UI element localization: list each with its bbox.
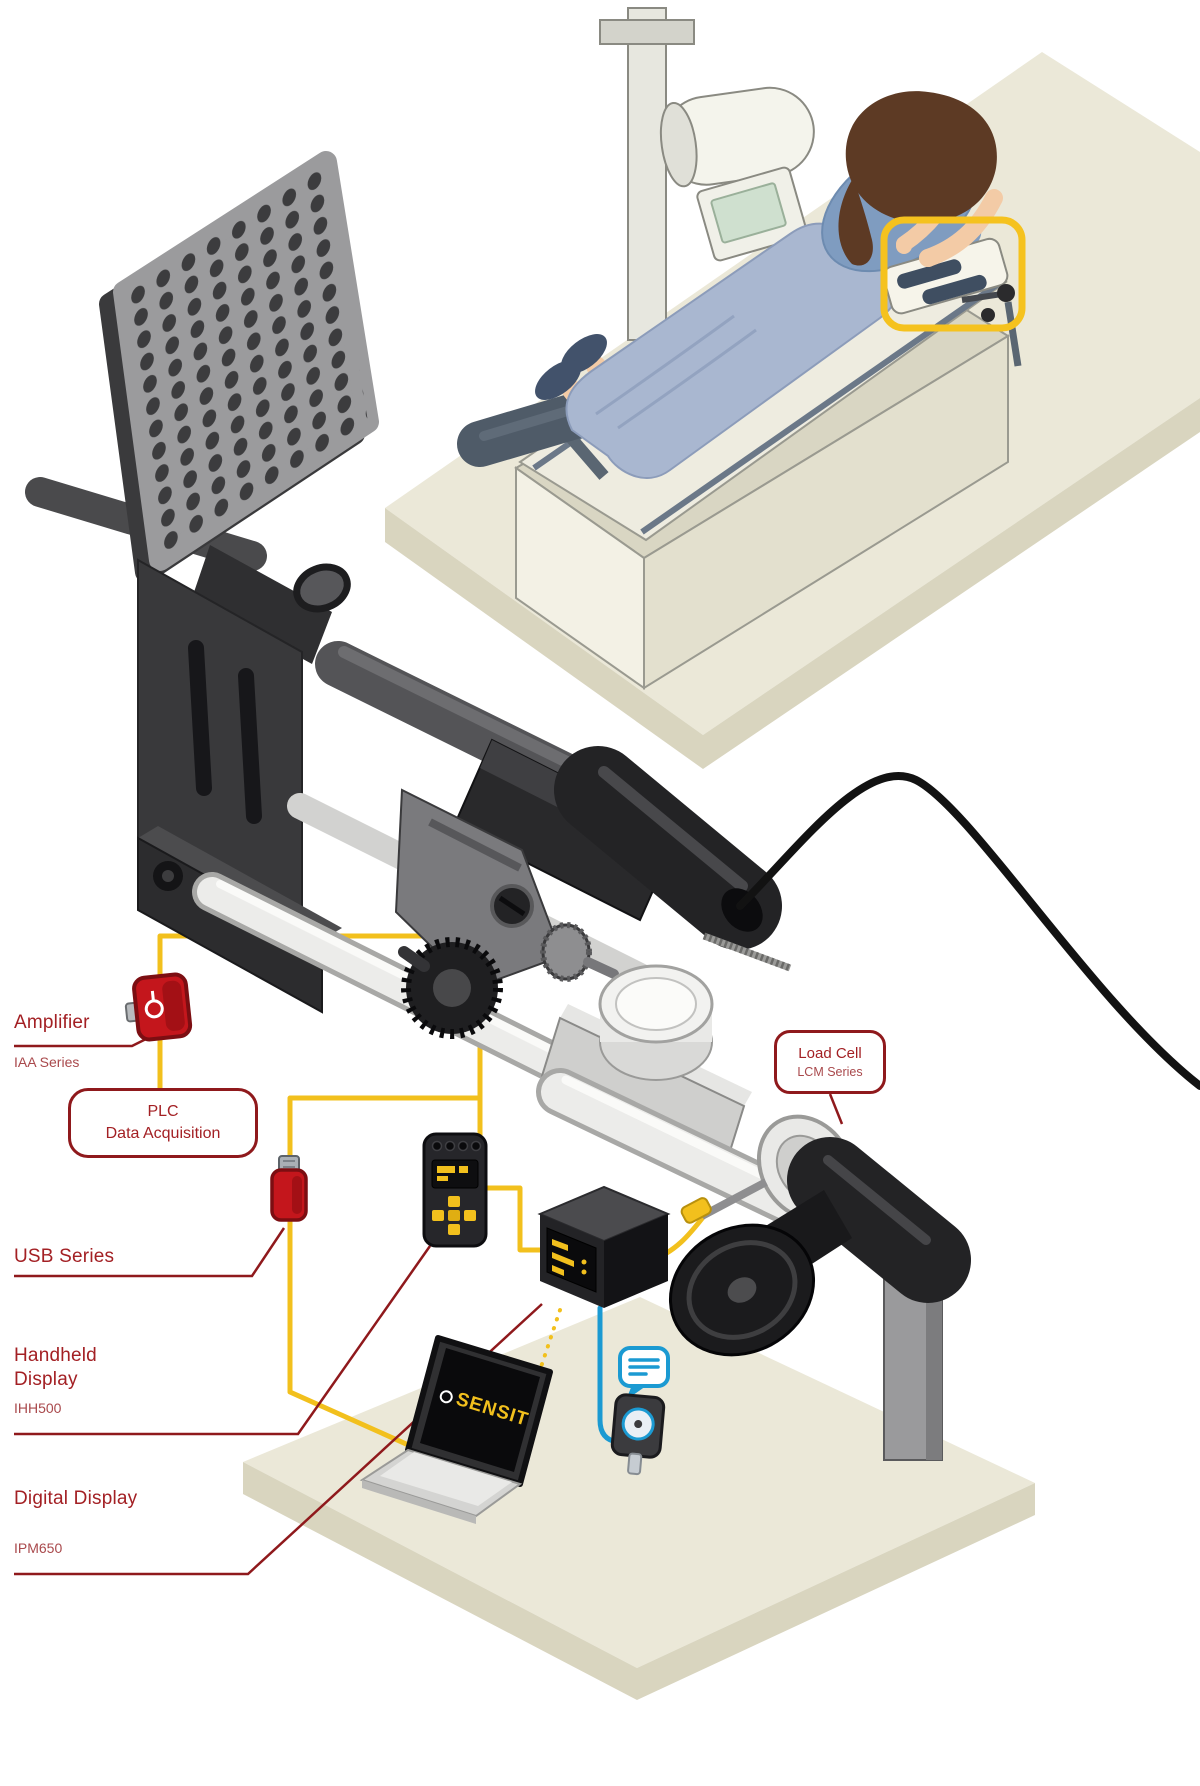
force-sensor — [554, 746, 782, 950]
load-cell-disc — [668, 1223, 816, 1357]
headrest-knob — [997, 284, 1015, 302]
usb-connector-line — [14, 1227, 286, 1278]
sensit-gauge-icon — [438, 1388, 455, 1405]
laptop — [359, 1335, 553, 1524]
plc-data-acquisition-box: PLC Data Acquisition — [68, 1088, 258, 1158]
clamp-arm — [394, 788, 564, 990]
table-mast — [627, 7, 667, 341]
traction-motor — [659, 86, 815, 188]
patient-shoe — [535, 360, 581, 400]
patient-arms-head — [838, 91, 1003, 267]
pivot-ring — [293, 563, 351, 613]
dial-indicator — [598, 964, 714, 1081]
load-cell-box: Load Cell LCM Series — [774, 1030, 886, 1094]
headrest-cushion — [922, 274, 987, 305]
sensor-cable — [736, 772, 1200, 1090]
test-fixture — [25, 151, 971, 1461]
digital-series-label: IPM650 — [14, 1540, 63, 1556]
knurled-knob — [540, 922, 619, 982]
display-digits — [552, 1239, 587, 1276]
sensor-rod — [700, 1178, 768, 1220]
headrest-knob — [981, 308, 995, 322]
handheld-screen — [431, 1159, 479, 1189]
handheld-device — [422, 1132, 488, 1248]
amplifier-label: Amplifier — [14, 1012, 90, 1033]
headrest-highlight-box — [880, 216, 1026, 332]
table-base-side — [643, 334, 1009, 690]
amplifier-device — [124, 972, 193, 1042]
laptop-keyboard — [380, 1452, 512, 1506]
handheld-series-label: IHH500 — [14, 1400, 62, 1416]
table-console — [696, 166, 808, 262]
mast-bracket — [599, 19, 695, 45]
load-cell-label-line1: Load Cell — [798, 1045, 862, 1063]
handheld-keypad — [432, 1196, 476, 1235]
digital-display-label: Digital Display — [14, 1488, 138, 1509]
amplifier-connector-line — [14, 1032, 157, 1048]
handheld-display-label: Handheld Display — [14, 1345, 97, 1390]
plc-label-line1: PLC — [147, 1103, 179, 1121]
usb-device — [270, 1155, 308, 1222]
headrest-cushion — [897, 259, 962, 289]
cable-handheld-to-display — [483, 1185, 559, 1253]
laptop-screen — [420, 1348, 540, 1472]
yellow-cable-connector — [680, 1197, 712, 1224]
handheld-connector-line — [14, 1245, 432, 1436]
power-plug-icon — [610, 1393, 666, 1476]
amplifier-series-label: IAA Series — [14, 1054, 80, 1070]
digital-display-device — [537, 1185, 671, 1308]
load-cell-body — [787, 1137, 971, 1303]
plc-label-line2: Data Acquisition — [105, 1125, 221, 1142]
cable-usb-to-laptop — [287, 1219, 427, 1455]
loadcell-connector-line — [828, 1093, 844, 1125]
patient-hair — [845, 91, 997, 223]
cable-usb-up — [287, 1095, 483, 1161]
perforated-plate — [99, 151, 379, 583]
load-cell-label-line2: LCM Series — [797, 1064, 863, 1079]
plate-bracket — [192, 545, 332, 664]
console-screen — [710, 182, 787, 244]
usb-series-label: USB Series — [14, 1246, 115, 1267]
hand-knob — [398, 937, 503, 1039]
